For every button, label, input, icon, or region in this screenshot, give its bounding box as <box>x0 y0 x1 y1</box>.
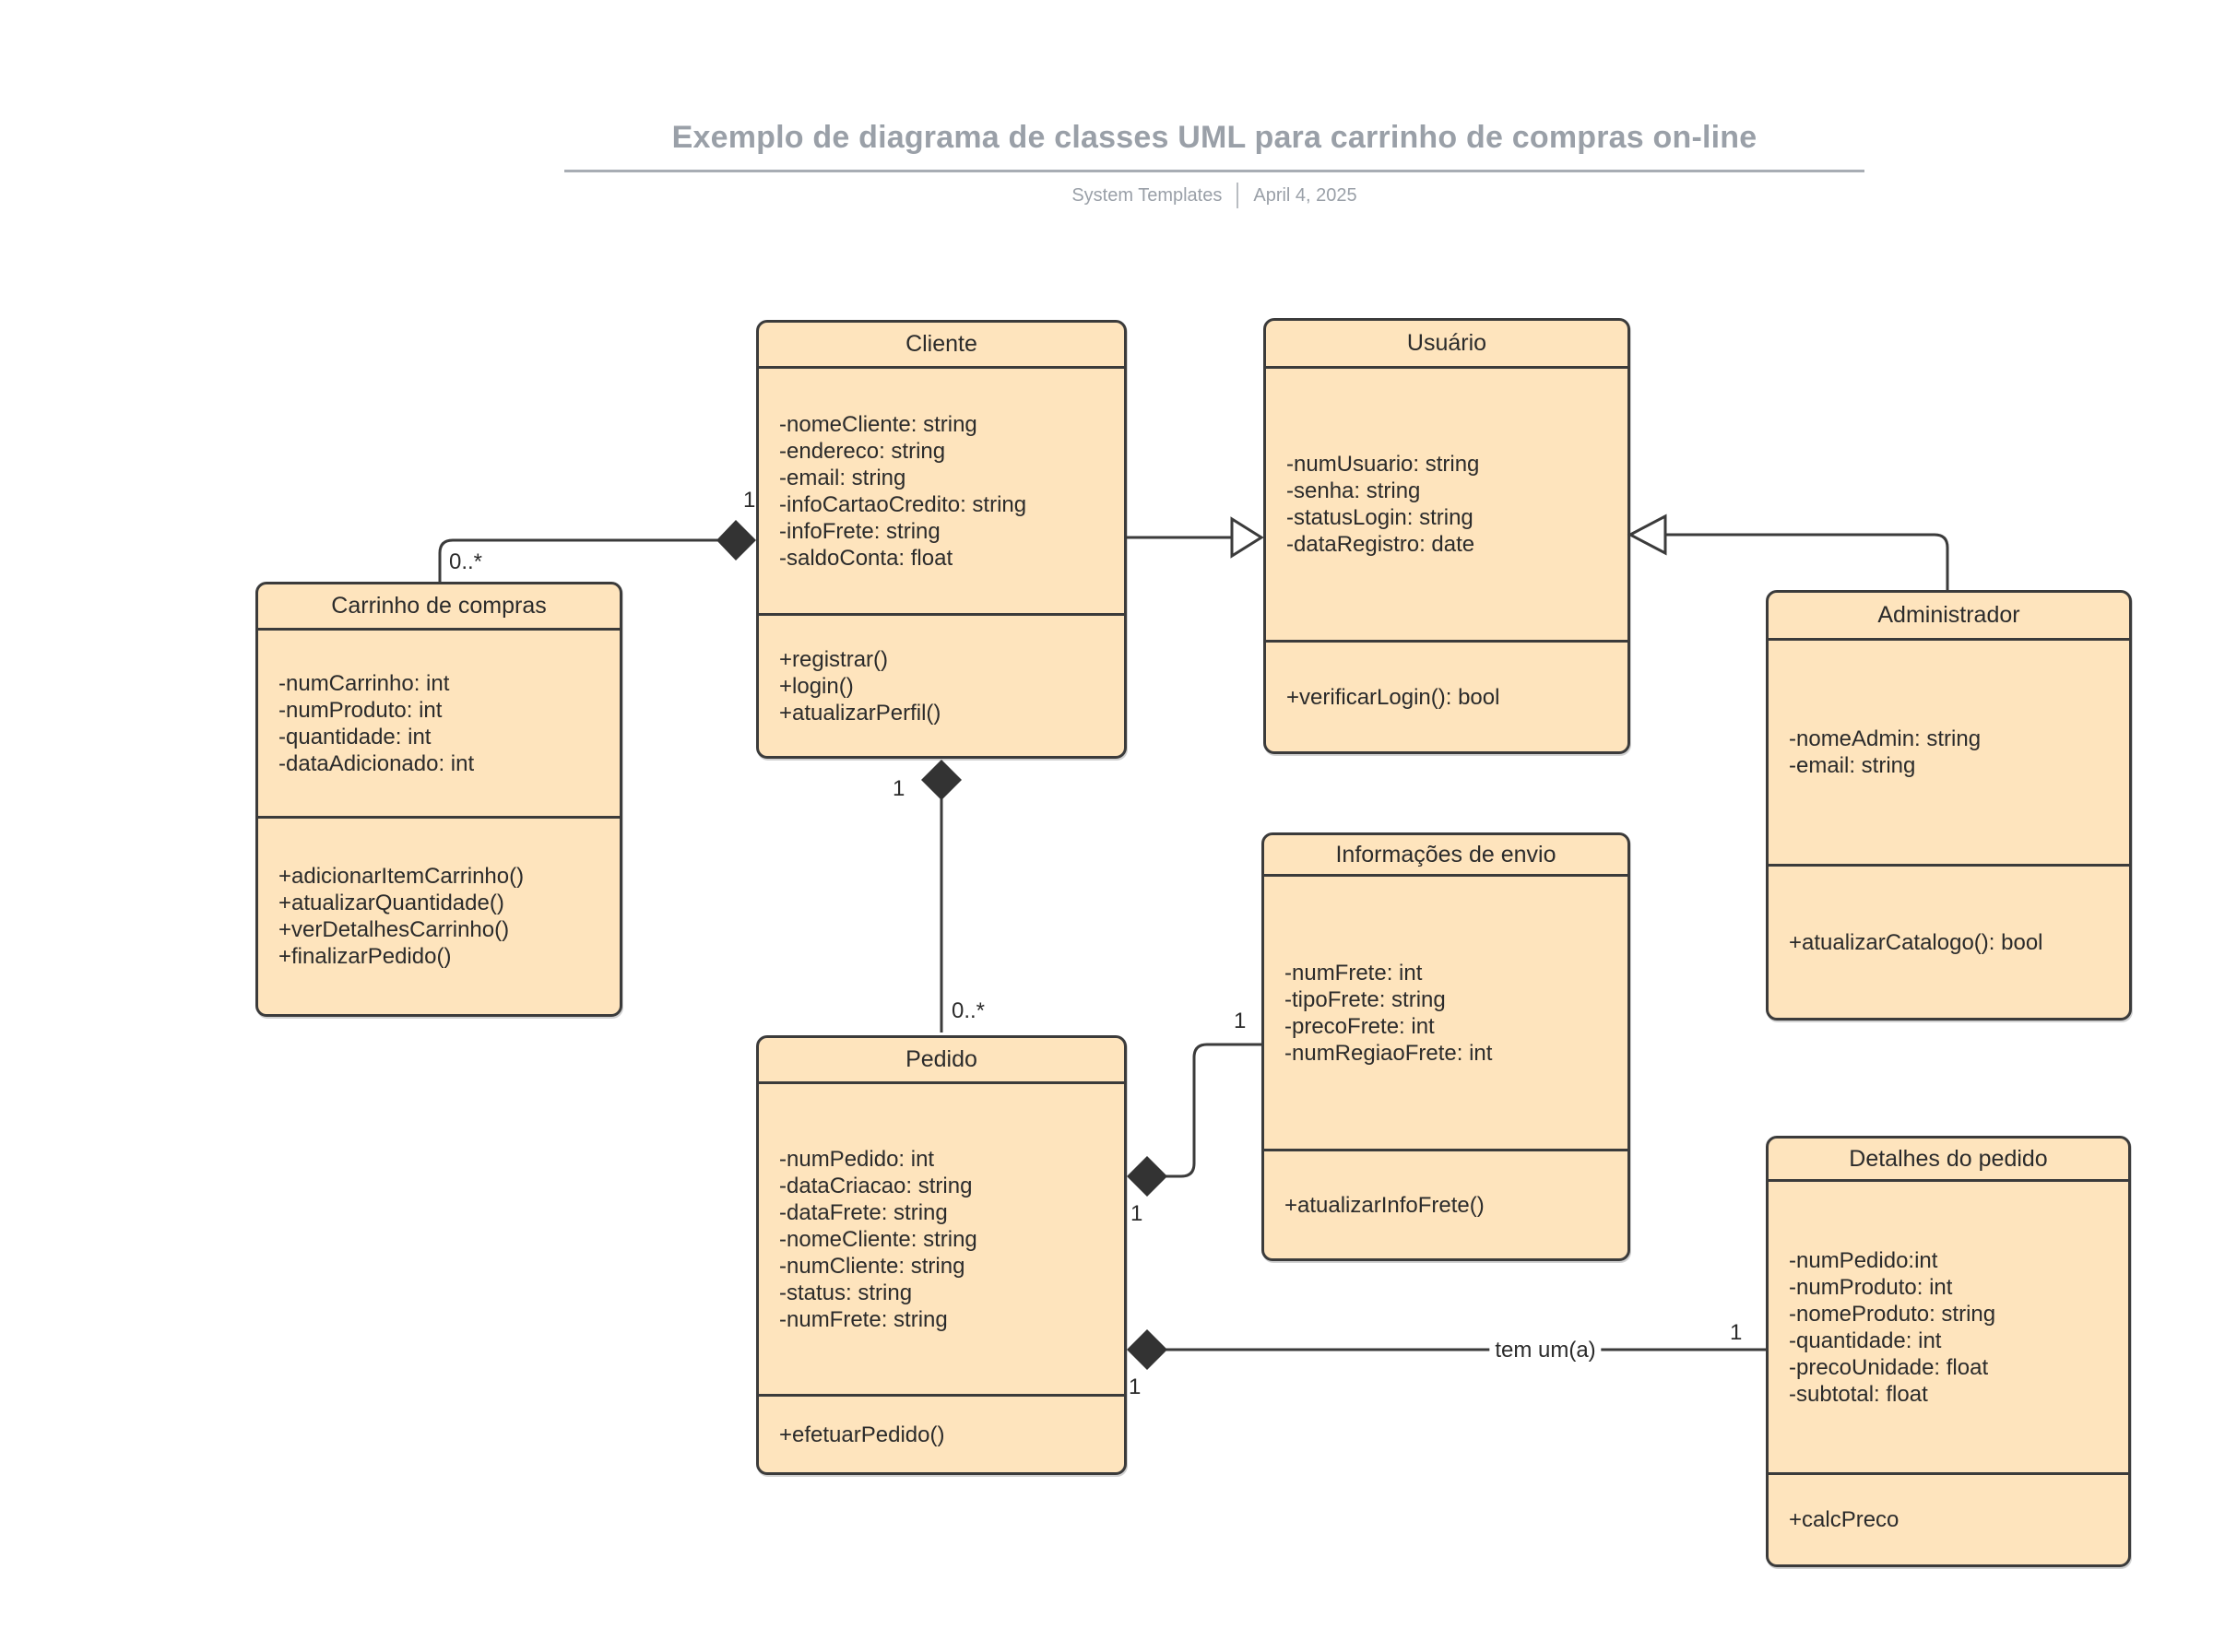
page-title: Exemplo de diagrama de classes UML para … <box>671 120 1757 155</box>
attribute-line: -saldoConta: float <box>779 545 953 571</box>
generalization-arrowhead-usuario-left <box>1230 516 1264 559</box>
attribute-line: -nomeCliente: string <box>779 411 977 437</box>
method-line: +efetuarPedido() <box>779 1422 945 1447</box>
attribute-line: -endereco: string <box>779 438 946 464</box>
byline-date: April 4, 2025 <box>1253 184 1357 206</box>
class-administrador-methods: +atualizarCatalogo(): bool <box>1769 867 2129 1018</box>
class-pedido-attributes: -numPedido: int -dataCriacao: string -da… <box>759 1084 1124 1397</box>
attribute-line: -tipoFrete: string <box>1284 986 1446 1012</box>
multiplicity-carrinho-cliente-cliente-end: 1 <box>743 488 756 513</box>
class-detalhes-attributes: -numPedido:int -numProduto: int -nomePro… <box>1769 1182 2128 1475</box>
method-line: +calcPreco <box>1789 1507 1899 1532</box>
attribute-line: -email: string <box>1789 753 1916 778</box>
attribute-line: -subtotal: float <box>1789 1381 1928 1407</box>
method-line: +atualizarPerfil() <box>779 700 941 726</box>
attribute-line: -dataRegistro: date <box>1286 532 1475 557</box>
attribute-line: -dataAdicionado: int <box>278 750 475 776</box>
class-cliente-name: Cliente <box>759 323 1124 369</box>
class-carrinho-attributes: -numCarrinho: int -numProduto: int -quan… <box>258 631 620 819</box>
attribute-line: -email: string <box>779 465 906 490</box>
attribute-line: -status: string <box>779 1280 913 1305</box>
attribute-line: -numProduto: int <box>278 697 443 723</box>
class-informacoes-attributes: -numFrete: int -tipoFrete: string -preco… <box>1264 877 1627 1151</box>
method-line: +verificarLogin(): bool <box>1286 684 1500 710</box>
class-carrinho-name: Carrinho de compras <box>258 584 620 631</box>
attribute-line: -infoFrete: string <box>779 518 941 544</box>
byline: System Templates April 4, 2025 <box>564 183 1864 208</box>
attribute-line: -numPedido:int <box>1789 1247 1938 1273</box>
class-detalhes-methods: +calcPreco <box>1769 1475 2128 1564</box>
class-administrador-attributes: -nomeAdmin: string -email: string <box>1769 641 2129 867</box>
method-line: +finalizarPedido() <box>278 944 452 969</box>
multiplicity-pedido-detalhes-pedido-end: 1 <box>1129 1375 1142 1399</box>
method-line: +adicionarItemCarrinho() <box>278 864 525 889</box>
byline-source: System Templates <box>1071 184 1223 206</box>
class-informacoes-methods: +atualizarInfoFrete() <box>1264 1151 1627 1258</box>
attribute-line: -numFrete: int <box>1284 960 1423 985</box>
class-informacoes-de-envio: Informações de envio -numFrete: int -tip… <box>1261 832 1630 1261</box>
attribute-line: -numCarrinho: int <box>278 670 450 696</box>
method-line: +login() <box>779 673 854 699</box>
title-underline <box>564 170 1864 172</box>
multiplicity-pedido-detalhes-detalhes-end: 1 <box>1730 1320 1743 1345</box>
method-line: +atualizarInfoFrete() <box>1284 1192 1485 1218</box>
class-detalhes-name: Detalhes do pedido <box>1769 1139 2128 1182</box>
attribute-line: -nomeProduto: string <box>1789 1301 1996 1327</box>
attribute-line: -numFrete: string <box>779 1306 948 1332</box>
class-usuario-methods: +verificarLogin(): bool <box>1266 643 1627 751</box>
attribute-line: -dataFrete: string <box>779 1199 948 1225</box>
composition-cliente-carrinho-line <box>438 538 718 582</box>
method-line: +atualizarCatalogo(): bool <box>1789 929 2043 955</box>
class-detalhes-do-pedido: Detalhes do pedido -numPedido:int -numPr… <box>1766 1136 2131 1567</box>
composition-pedido-detalhes-diamond <box>1127 1329 1167 1370</box>
association-name-tem-um-a: tem um(a) <box>1489 1338 1602 1363</box>
class-usuario-name: Usuário <box>1266 321 1627 369</box>
method-line: +atualizarQuantidade() <box>278 891 504 915</box>
class-cliente-methods: +registrar() +login() +atualizarPerfil() <box>759 616 1124 756</box>
class-cliente: Cliente -nomeCliente: string -endereco: … <box>756 320 1127 759</box>
composition-pedido-envio-line <box>1166 1043 1261 1178</box>
class-pedido-methods: +efetuarPedido() <box>759 1397 1124 1472</box>
attribute-line: -numPedido: int <box>779 1146 935 1172</box>
attribute-line: -senha: string <box>1286 478 1421 503</box>
method-line: +registrar() <box>779 646 889 672</box>
attribute-line: -nomeAdmin: string <box>1789 726 1982 751</box>
byline-separator <box>1237 183 1239 208</box>
attribute-line: -numUsuario: string <box>1286 452 1480 477</box>
attribute-line: -numProduto: int <box>1789 1274 1953 1300</box>
class-administrador: Administrador -nomeAdmin: string -email:… <box>1766 590 2132 1021</box>
class-administrador-name: Administrador <box>1769 593 2129 641</box>
class-pedido: Pedido -numPedido: int -dataCriacao: str… <box>756 1035 1127 1475</box>
attribute-line: -nomeCliente: string <box>779 1226 977 1252</box>
attribute-line: -dataCriacao: string <box>779 1173 973 1198</box>
class-carrinho-de-compras: Carrinho de compras -numCarrinho: int -n… <box>255 582 622 1017</box>
class-usuario-attributes: -numUsuario: string -senha: string -stat… <box>1266 369 1627 643</box>
attribute-line: -precoUnidade: float <box>1789 1354 1989 1380</box>
multiplicity-carrinho-cliente-carrinho-end: 0..* <box>449 549 483 574</box>
attribute-line: -precoFrete: int <box>1284 1013 1435 1039</box>
attribute-line: -statusLogin: string <box>1286 505 1473 530</box>
generalization-arrowhead-usuario-right <box>1627 513 1667 556</box>
class-informacoes-name: Informações de envio <box>1264 835 1627 877</box>
attribute-line: -quantidade: int <box>278 724 432 749</box>
composition-cliente-carrinho-diamond <box>716 520 756 560</box>
attribute-line: -numRegiaoFrete: int <box>1284 1040 1493 1066</box>
multiplicity-pedido-envio-pedido-end: 1 <box>1130 1201 1143 1226</box>
attribute-line: -quantidade: int <box>1789 1328 1942 1353</box>
generalization-administrador-usuario-line <box>1665 533 1949 590</box>
multiplicity-pedido-envio-envio-end: 1 <box>1234 1009 1247 1033</box>
class-cliente-attributes: -nomeCliente: string -endereco: string -… <box>759 369 1124 616</box>
multiplicity-cliente-pedido-cliente-end: 1 <box>893 776 905 801</box>
class-carrinho-methods: +adicionarItemCarrinho() +atualizarQuant… <box>258 819 620 1014</box>
class-pedido-name: Pedido <box>759 1038 1124 1084</box>
composition-pedido-envio-diamond <box>1127 1156 1167 1197</box>
attribute-line: -infoCartaoCredito: string <box>779 491 1027 517</box>
attribute-line: -numCliente: string <box>779 1253 965 1279</box>
method-line: +verDetalhesCarrinho() <box>278 917 510 942</box>
composition-cliente-pedido-diamond <box>921 760 962 800</box>
multiplicity-cliente-pedido-pedido-end: 0..* <box>952 998 986 1023</box>
class-usuario: Usuário -numUsuario: string -senha: stri… <box>1263 318 1630 754</box>
